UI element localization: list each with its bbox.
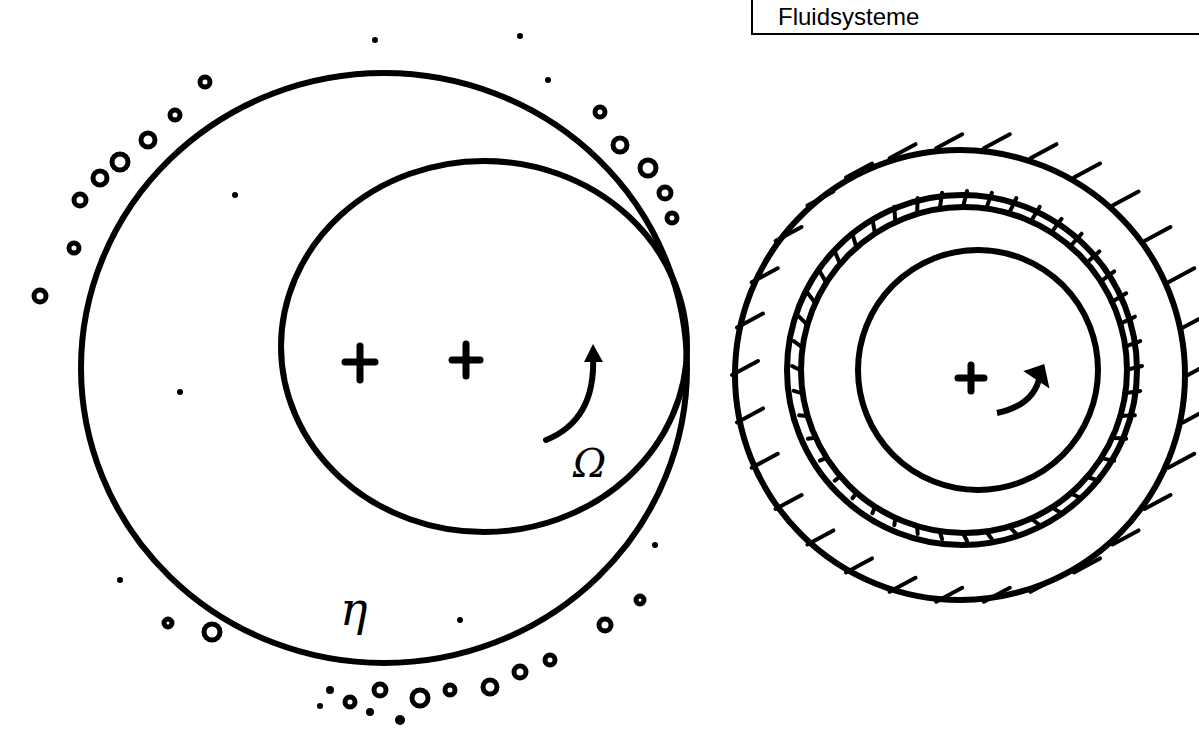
label-frame: [752, 0, 1199, 34]
hatching: [732, 134, 1199, 602]
section-label: Fluidsysteme: [778, 3, 919, 31]
outer-cylinder: ηΩ: [78, 70, 690, 666]
inner-cylinder: Ω: [278, 158, 690, 535]
concentric-cylinders: [735, 150, 1185, 600]
particles: [34, 77, 677, 707]
circle-outline: [78, 70, 690, 666]
circle-outline: [278, 158, 690, 535]
viscosity-symbol: η: [340, 586, 368, 632]
center-marks: [345, 344, 480, 380]
center-mark-right: [958, 365, 984, 391]
angular-velocity-symbol: Ω: [573, 443, 606, 483]
